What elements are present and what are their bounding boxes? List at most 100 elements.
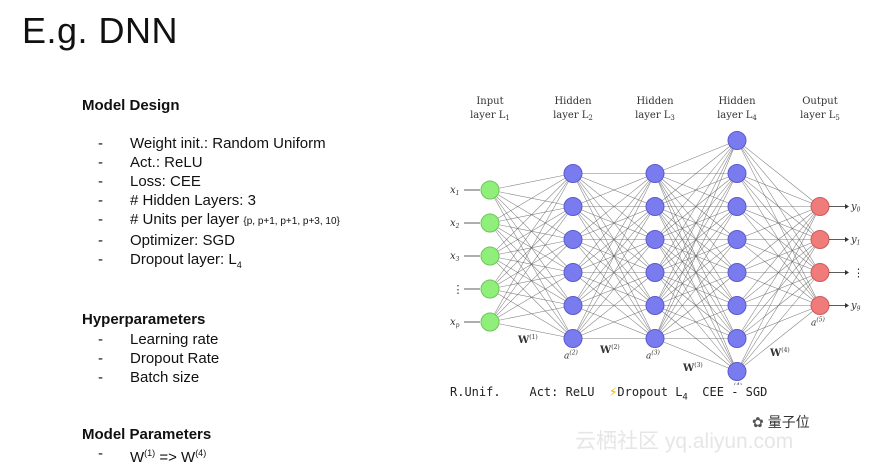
neuron-node [645,164,665,183]
neuron-node [645,296,665,315]
dropout-layer-text: Dropout layer: L [130,251,237,268]
caption-left: R.Unif. Act: ReLU [450,385,609,399]
layer-label-top: Output [802,96,838,107]
connection-line [489,173,574,323]
connection-line [654,305,738,339]
activation-text: Act.: ReLU [130,154,203,171]
connection-line [654,239,738,339]
weights-sup-last: (4) [195,448,207,458]
connection-line [572,173,656,339]
layer-label-top: Hidden [718,96,756,107]
connection-line [736,140,821,207]
output-arrowhead [845,204,849,209]
connection-line [572,272,656,339]
list-item: -Optimizer: SGD [98,232,236,249]
output-label: y0 [850,202,861,214]
lightning-icon: ⚡ [608,385,618,399]
neuron-node [727,296,747,315]
optimizer-text: Optimizer: SGD [130,232,236,249]
layer-label-bottom: layer L3 [635,110,675,122]
loss-text: Loss: CEE [130,173,201,190]
input-label: x3 [450,251,460,263]
neuron-node [480,180,500,200]
connection-line [572,305,656,339]
weight-label: W(1) [517,334,538,346]
neuron-node [563,329,583,348]
connection-line [489,305,574,323]
layer-label-bottom: layer L5 [800,110,840,122]
output-arrowhead [845,237,849,242]
connection-line [654,140,738,306]
list-item: -Dropout layer: L4 [98,251,242,270]
layer-label-top: Hidden [636,96,674,107]
output-label: y9 [850,301,861,313]
list-item: -Batch size [98,369,200,386]
connection-line [736,206,821,339]
weight-label: W(4) [769,347,790,359]
connection-line [736,206,821,240]
model-design-list: -Weight init.: Random Uniform -Act.: ReL… [98,134,340,275]
neuron-node [810,230,830,249]
neuron-node [727,197,747,216]
neuron-node [563,197,583,216]
neuron-node [810,197,830,216]
neuron-node [563,230,583,249]
units-per-layer-text: # Units per layer [130,211,244,228]
connection-line [489,173,574,191]
input-label: x2 [450,218,460,230]
connection-line [654,272,738,339]
input-label: ⋮ [453,283,464,296]
neuron-node [727,329,747,348]
neuron-node [480,213,500,233]
connection-line [654,338,738,372]
connection-line [572,173,656,306]
watermark: 云栖社区 yq.aliyun.com [575,430,794,453]
slide-title: E.g. DNN [22,10,179,51]
logo-text: 量子位 [767,414,810,430]
layer-label-bottom: layer L1 [470,110,510,122]
list-item: -Loss: CEE [98,173,201,190]
neural-network-diagram: Input layer L1 Hidden layer L2 Hidden layer L… [450,96,864,385]
layer-label-bottom: layer L2 [553,110,593,122]
neuron-node [810,263,830,282]
weights-arrow-text: => W [155,449,196,466]
neuron-node [480,279,500,299]
model-parameters-list: -W(1) => W(4) [98,444,206,467]
hidden-layers-text: # Hidden Layers: 3 [130,192,256,209]
activation-label: a(3) [646,350,661,362]
list-item: -Weight init.: Random Uniform [98,135,326,152]
dropout-rate-text: Dropout Rate [130,350,220,367]
dropout-layer-sub: 4 [236,260,242,270]
neuron-node [727,164,747,183]
neuron-node [480,312,500,332]
list-item: -W(1) => W(4) [98,445,207,466]
connection-line [654,140,738,240]
activation-label: a(5) [811,317,826,329]
weights-text: W [130,449,145,466]
layer-label-top: Input [476,96,503,107]
network-labels: Input layer L1 Hidden layer L2 Hidden layer L… [450,96,864,385]
neuron-node [645,197,665,216]
neuron-node [727,263,747,282]
weights-sup-first: (1) [144,448,156,458]
connection-line [572,173,656,240]
list-item: -# Hidden Layers: 3 [98,192,256,209]
learning-rate-text: Learning rate [130,331,219,348]
neuron-node [727,230,747,249]
caption-right: CEE - SGD [702,385,768,399]
layer-label-bottom: layer L4 [717,110,757,122]
connection-line [654,206,738,339]
network-edges [489,140,821,372]
list-item: -# Units per layer {p, p+1, p+1, p+3, 10… [98,211,340,228]
units-per-layer-values: {p, p+1, p+1, p+3, 10} [243,216,340,227]
connection-line [654,140,738,339]
neuron-node [810,296,830,315]
neuron-node [563,164,583,183]
connection-line [736,206,821,306]
connection-line [489,173,574,257]
neuron-node [645,230,665,249]
output-arrowhead [845,303,849,308]
list-item: -Dropout Rate [98,350,220,367]
model-parameters-heading: Model Parameters [82,426,212,443]
connection-line [572,239,656,339]
